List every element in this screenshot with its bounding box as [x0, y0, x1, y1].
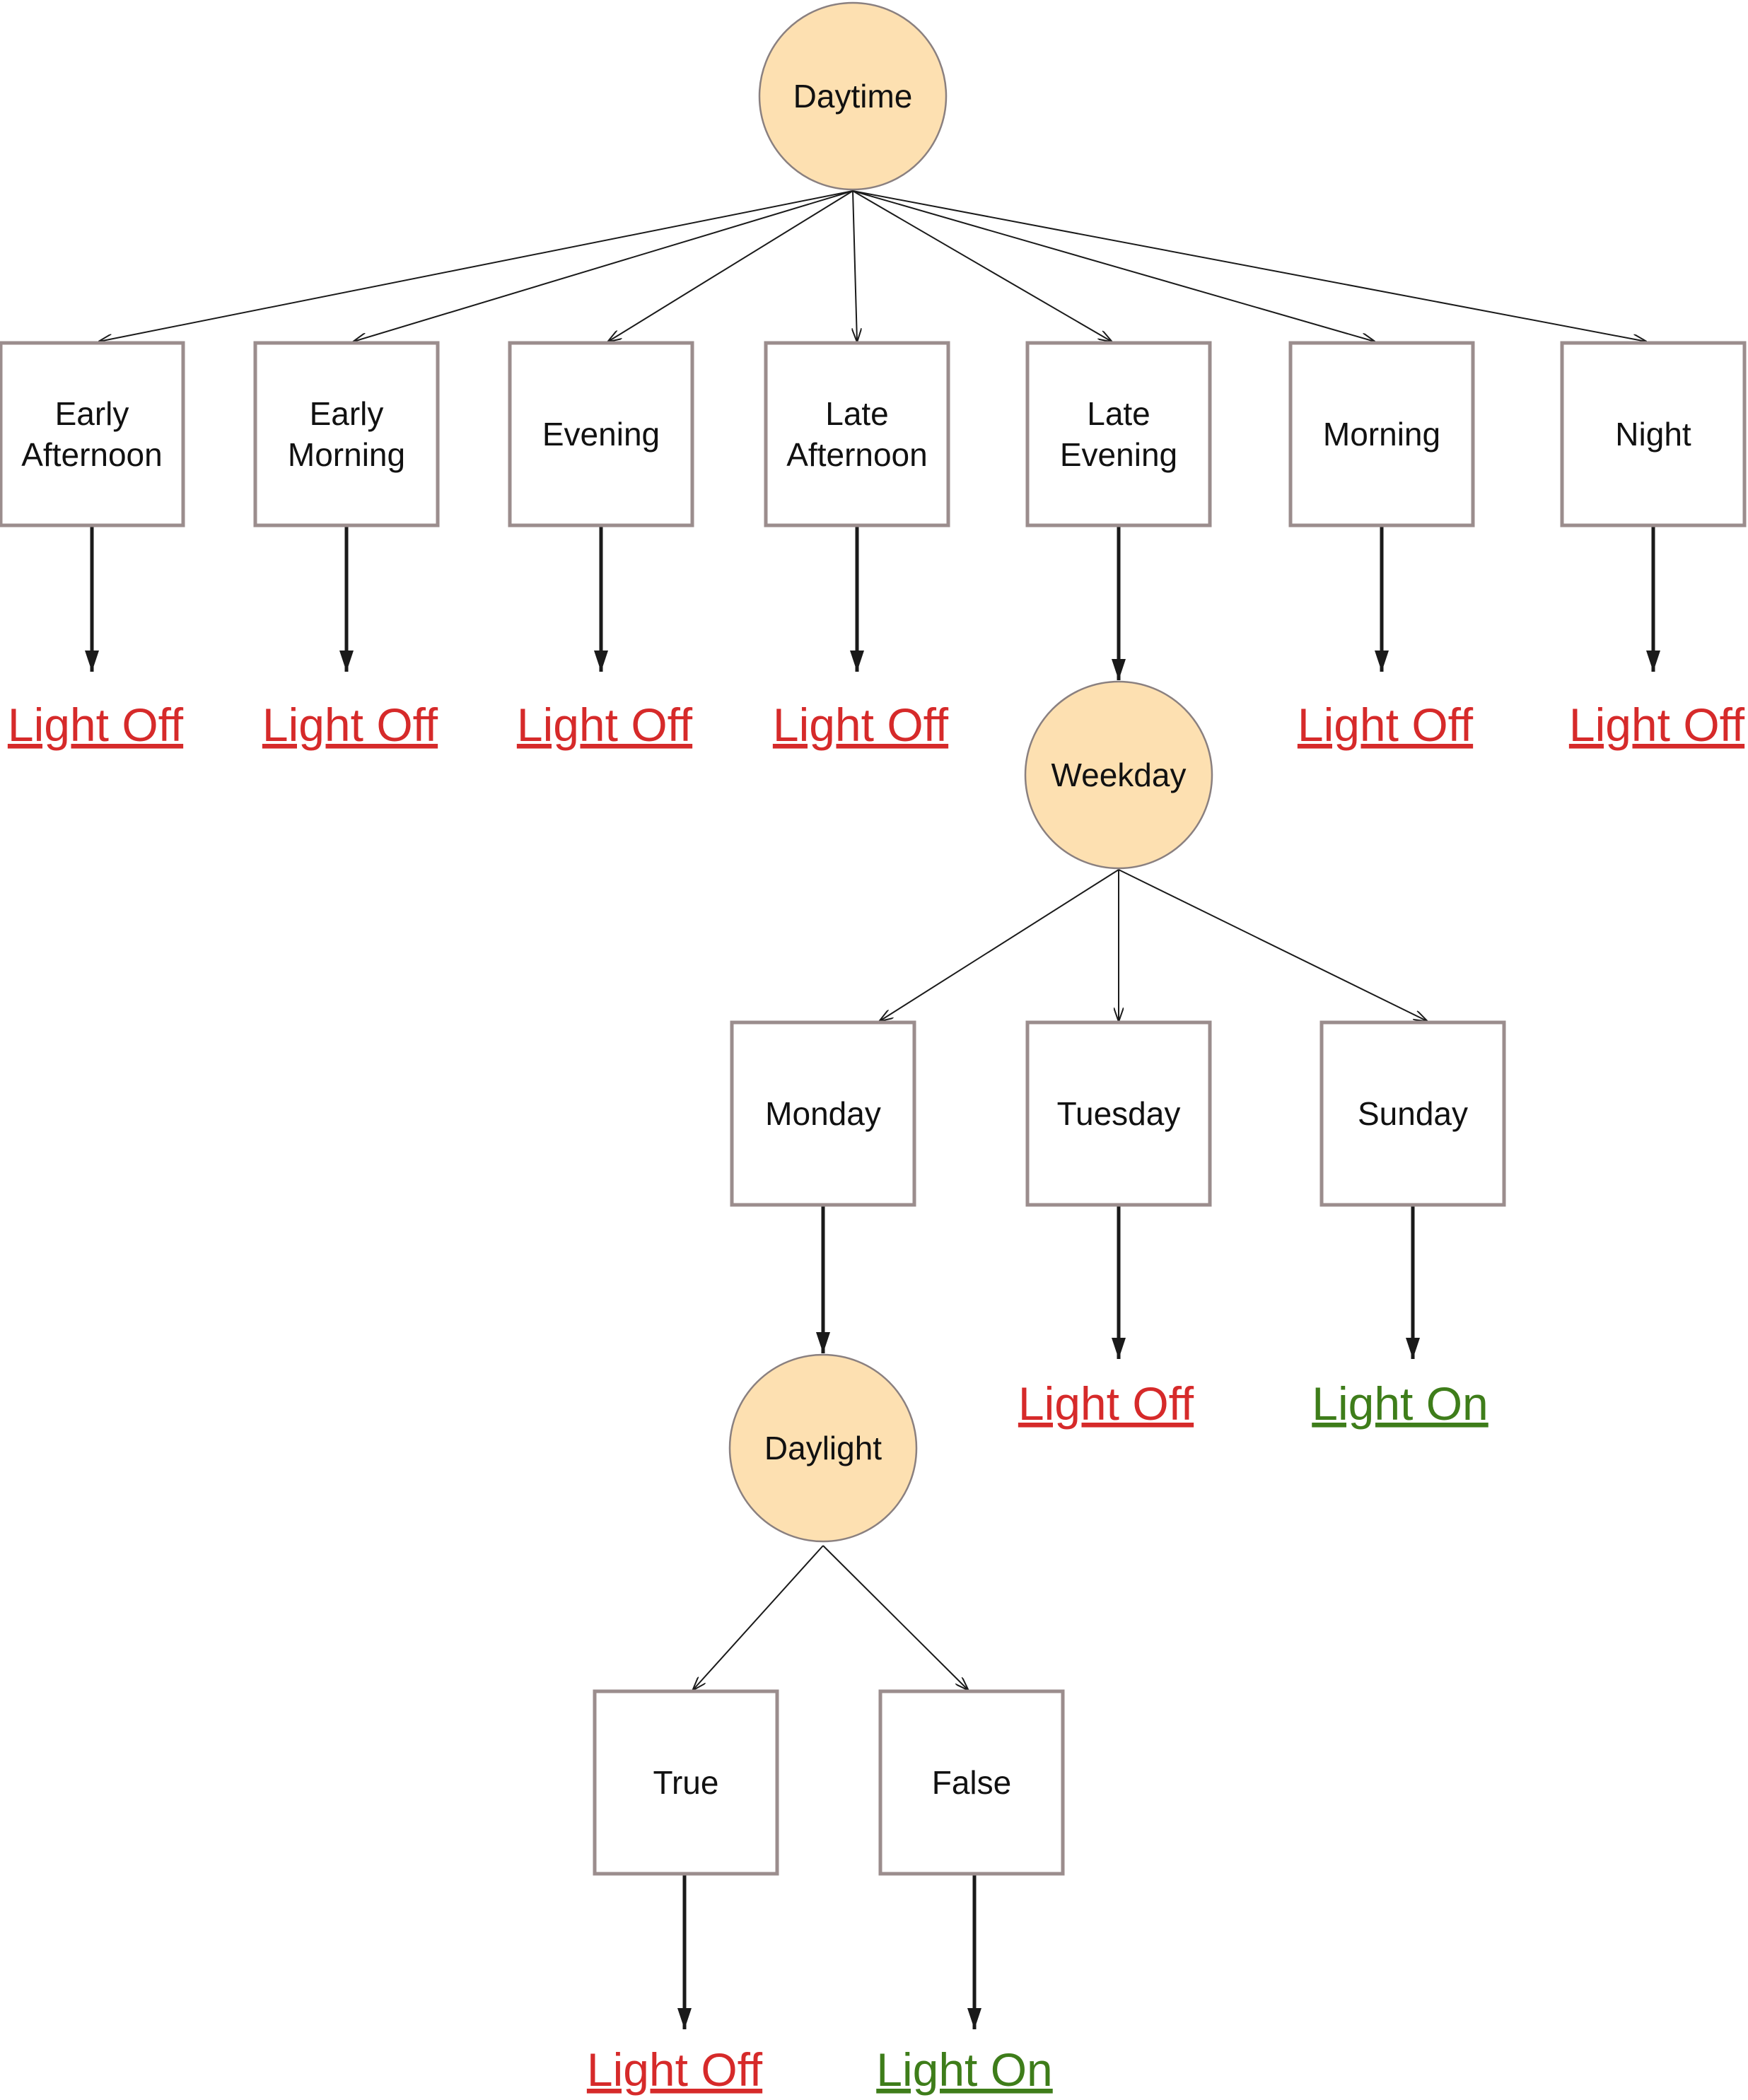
- outcome-early-afternoon: Light Off: [8, 699, 184, 751]
- option-box-evening: Evening: [508, 341, 694, 527]
- option-box-early-afternoon-label: Afternoon: [21, 436, 162, 473]
- option-box-monday: Monday: [730, 1020, 916, 1207]
- decision-node-daylight: Daylight: [728, 1353, 918, 1543]
- option-box-evening-shape: [508, 341, 694, 527]
- decision-node-daytime-label: Daytime: [793, 78, 913, 115]
- option-box-false: False: [878, 1689, 1065, 1876]
- option-box-true: True: [593, 1689, 779, 1876]
- edge-daylight-to-true: [693, 1545, 824, 1690]
- option-box-false-label: False: [932, 1764, 1011, 1801]
- option-box-night-label: Night: [1615, 416, 1691, 453]
- edges-layer: [85, 190, 1660, 2029]
- option-box-monday-shape: [730, 1020, 916, 1207]
- option-box-false-shape: [878, 1689, 1065, 1876]
- option-box-sunday: Sunday: [1319, 1020, 1506, 1207]
- option-box-tuesday: Tuesday: [1025, 1020, 1212, 1207]
- option-box-tuesday-label: Tuesday: [1057, 1095, 1181, 1132]
- decision-node-daytime-shape: [758, 1, 948, 191]
- option-box-sunday-label: Sunday: [1358, 1095, 1468, 1132]
- edge-daytime-to-morning: [852, 190, 1375, 342]
- outcome-morning: Light Off: [1298, 699, 1474, 751]
- option-box-late-evening-shape: [1025, 341, 1212, 527]
- option-box-late-evening-label: Late: [1087, 395, 1150, 432]
- outcome-night: Light Off: [1569, 699, 1745, 751]
- edge-daytime-to-late-evening: [852, 190, 1112, 342]
- outcome-sunday: Light On: [1312, 1377, 1488, 1430]
- decision-node-weekday-label: Weekday: [1051, 757, 1187, 793]
- nodes-layer: DaytimeEarlyAfternoonEarlyMorningEvening…: [0, 1, 1747, 1876]
- edge-daytime-to-early-morning: [354, 190, 853, 342]
- option-box-tuesday-shape: [1025, 1020, 1212, 1207]
- option-box-late-afternoon-shape: [764, 341, 950, 527]
- option-box-night-shape: [1560, 341, 1747, 527]
- option-box-morning: Morning: [1288, 341, 1475, 527]
- decision-node-weekday-shape: [1024, 680, 1213, 870]
- edge-daytime-to-night: [852, 190, 1646, 342]
- outcome-early-morning: Light Off: [262, 699, 438, 751]
- edge-weekday-to-sunday: [1118, 869, 1427, 1021]
- outcome-true: Light Off: [587, 2043, 763, 2096]
- option-box-late-afternoon-label: Afternoon: [786, 436, 927, 473]
- outcome-late-afternoon: Light Off: [773, 699, 949, 751]
- edge-daytime-to-evening: [608, 190, 853, 342]
- option-box-monday-label: Monday: [765, 1095, 881, 1132]
- decision-node-daytime: Daytime: [758, 1, 948, 191]
- option-box-true-label: True: [653, 1764, 719, 1801]
- outcome-false: Light On: [876, 2043, 1053, 2096]
- option-box-early-morning-shape: [253, 341, 440, 527]
- option-box-evening-label: Evening: [542, 416, 660, 453]
- option-box-early-morning-label: Early: [310, 395, 384, 432]
- decision-node-weekday: Weekday: [1024, 680, 1213, 870]
- option-box-late-afternoon-label: Late: [825, 395, 889, 432]
- option-box-sunday-shape: [1319, 1020, 1506, 1207]
- option-box-night: Night: [1560, 341, 1747, 527]
- edge-daytime-to-late-afternoon: [853, 190, 857, 342]
- option-box-morning-shape: [1288, 341, 1475, 527]
- option-box-early-afternoon-label: Early: [55, 395, 129, 432]
- option-box-true-shape: [593, 1689, 779, 1876]
- decision-node-daylight-label: Daylight: [764, 1430, 882, 1466]
- outcome-tuesday: Light Off: [1018, 1377, 1194, 1430]
- option-box-early-morning-label: Morning: [288, 436, 405, 473]
- option-box-morning-label: Morning: [1323, 416, 1440, 453]
- edge-weekday-to-monday: [880, 869, 1119, 1021]
- edge-daylight-to-false: [822, 1545, 968, 1690]
- outcome-evening: Light Off: [517, 699, 693, 751]
- edge-daytime-to-early-afternoon: [99, 190, 853, 342]
- option-box-late-evening-label: Evening: [1060, 436, 1177, 473]
- option-box-early-afternoon-shape: [0, 341, 185, 527]
- decision-node-daylight-shape: [728, 1353, 918, 1543]
